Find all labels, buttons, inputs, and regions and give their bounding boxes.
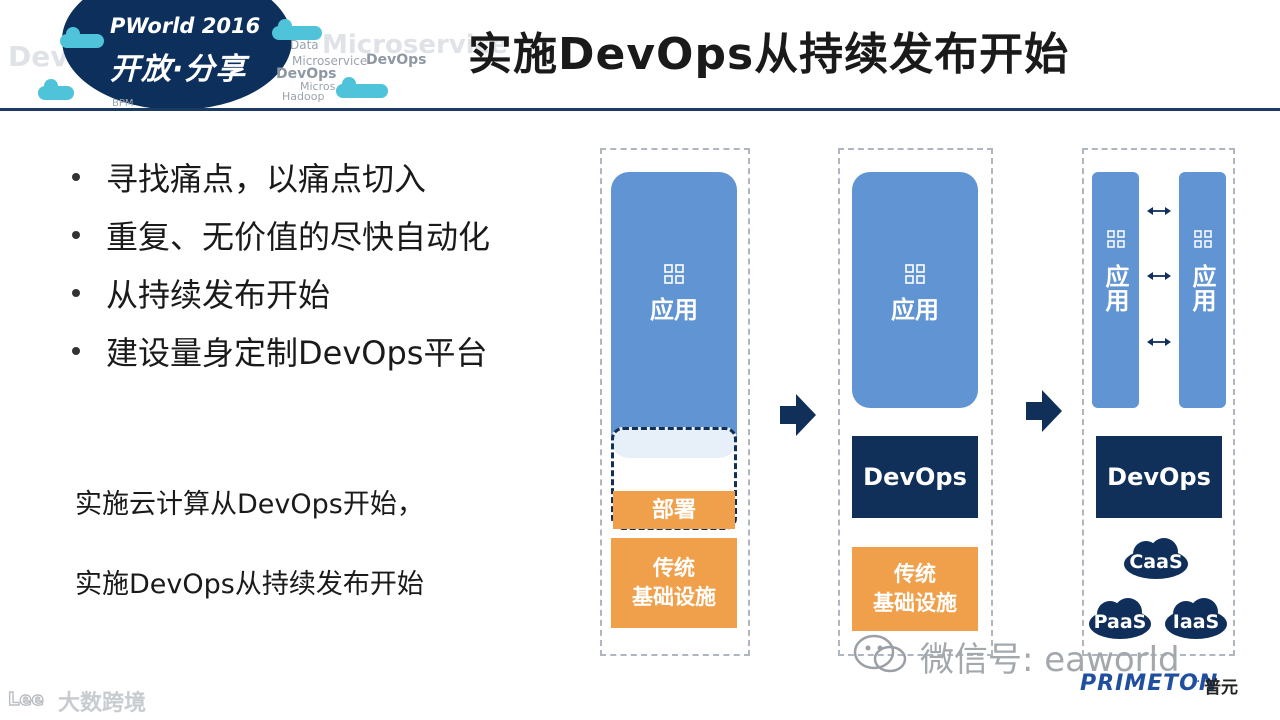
infra-block: 传统 基础设施 bbox=[852, 547, 978, 631]
app-label: 应用 bbox=[650, 296, 698, 324]
stage3-app-right-block: 应用 bbox=[1179, 172, 1226, 408]
iaas-cloud: IaaS bbox=[1162, 594, 1230, 642]
stage1-panel bbox=[600, 148, 750, 656]
cloud-decoration-icon bbox=[60, 27, 104, 48]
bullet-item: 从持续发布开始 bbox=[72, 270, 330, 316]
app-label: 应用 bbox=[1101, 264, 1129, 312]
double-arrow-icon bbox=[1147, 272, 1171, 280]
bullet-dot-icon bbox=[72, 231, 80, 239]
cloud-decoration-icon bbox=[272, 19, 322, 40]
brand-cn: 普元 bbox=[1204, 678, 1238, 698]
cloud-decoration-icon bbox=[336, 77, 388, 98]
cloud-icon bbox=[1165, 598, 1227, 639]
bullet-item: 重复、无价值的尽快自动化 bbox=[72, 212, 490, 258]
tag-word: Hadoop bbox=[282, 90, 325, 103]
app-label: 应用 bbox=[1188, 264, 1216, 312]
caas-cloud: CaaS bbox=[1120, 534, 1192, 582]
app-grid-icon bbox=[905, 264, 925, 284]
bullet-text: 重复、无价值的尽快自动化 bbox=[106, 218, 491, 256]
bullet-item: 寻找痛点，以痛点切入 bbox=[72, 154, 426, 200]
stage1-app-block: 应用 bbox=[611, 172, 737, 458]
infra-block: 传统 基础设施 bbox=[611, 538, 737, 628]
double-arrow-icon bbox=[1147, 207, 1171, 215]
bullet-dot-icon bbox=[72, 173, 80, 181]
app-grid-icon bbox=[664, 264, 684, 284]
stage2-app-block: 应用 bbox=[852, 172, 978, 408]
double-arrow-icon bbox=[1147, 338, 1171, 346]
app-grid-icon bbox=[1193, 230, 1212, 248]
cloud-icon bbox=[1124, 538, 1188, 579]
bullet-dot-icon bbox=[72, 347, 80, 355]
paas-cloud: PaaS bbox=[1086, 594, 1154, 642]
arrow-right-icon bbox=[1026, 390, 1062, 432]
bullet-text: 建设量身定制DevOps平台 bbox=[106, 334, 488, 372]
tag-word: DevOps bbox=[276, 66, 337, 82]
devops-block: DevOps bbox=[1096, 436, 1222, 518]
deploy-block: 部署 bbox=[613, 491, 735, 529]
watermark-microservice: Microservice bbox=[322, 30, 508, 60]
note-text: 实施云计算从DevOps开始， bbox=[75, 489, 424, 520]
stage2-panel bbox=[838, 148, 993, 656]
bullet-text: 从持续发布开始 bbox=[106, 276, 331, 314]
app-grid-icon bbox=[1106, 230, 1125, 248]
brand-dot: · bbox=[1196, 674, 1201, 690]
wechat-icon bbox=[853, 634, 907, 673]
left-footer-logo-text: 大数跨境 bbox=[58, 691, 147, 716]
bullet-item: 建设量身定制DevOps平台 bbox=[72, 328, 487, 374]
pworld-badge bbox=[62, 0, 292, 110]
header-divider bbox=[0, 108, 1280, 111]
tag-word: Micros bbox=[300, 80, 336, 93]
dashu-logo-icon: Lee bbox=[8, 688, 45, 710]
tag-word: Data bbox=[290, 38, 319, 52]
devops-block: DevOps bbox=[852, 436, 978, 518]
tag-word: Microservice bbox=[292, 54, 368, 68]
brand-logo: PRIMETON bbox=[1080, 671, 1219, 696]
cloud-label: CaaS bbox=[1129, 551, 1183, 573]
badge-year-text: PWorld 2016 bbox=[110, 14, 261, 38]
cloud-icon bbox=[1089, 598, 1151, 639]
note-text: 实施DevOps从持续发布开始 bbox=[75, 569, 424, 600]
svg-text:Lee: Lee bbox=[8, 689, 44, 710]
arrow-right-icon bbox=[780, 394, 816, 436]
cloud-decoration-icon bbox=[38, 79, 74, 100]
tag-word: BPM bbox=[112, 98, 134, 109]
cloud-label: PaaS bbox=[1093, 611, 1147, 633]
bullet-text: 寻找痛点，以痛点切入 bbox=[106, 160, 427, 198]
badge-slogan-text: 开放·分享 bbox=[110, 52, 247, 87]
stage3-panel bbox=[1082, 148, 1235, 656]
cloud-label: IaaS bbox=[1172, 611, 1220, 633]
tag-word: DevOps bbox=[366, 52, 427, 68]
page-title: 实施DevOps从持续发布开始 bbox=[468, 29, 1070, 80]
app-label: 应用 bbox=[891, 296, 939, 324]
stage3-app-left-block: 应用 bbox=[1092, 172, 1139, 408]
bullet-dot-icon bbox=[72, 289, 80, 297]
wechat-id-watermark: 微信号: eaworld bbox=[920, 640, 1180, 680]
